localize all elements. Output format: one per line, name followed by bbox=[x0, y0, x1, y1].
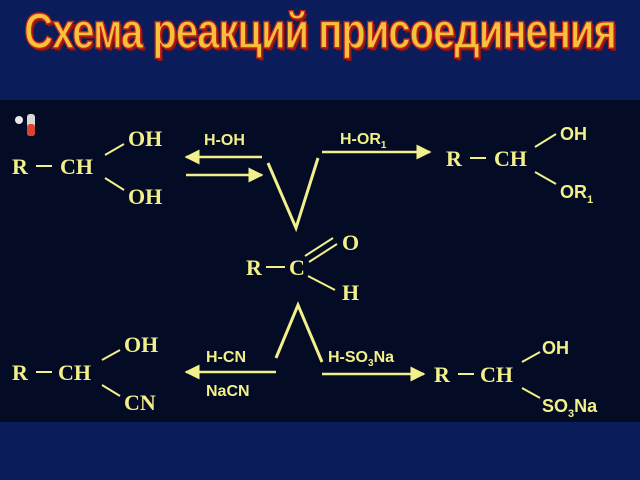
reagent-hcn-label: H-CN bbox=[206, 349, 246, 366]
bl-r-label: R bbox=[12, 360, 29, 385]
tr-ch-label: CH bbox=[494, 146, 527, 171]
center-r-label: R bbox=[246, 255, 263, 280]
tr-oh-label: OH bbox=[560, 124, 587, 144]
tl-bond-up bbox=[104, 143, 125, 156]
center-o-label: O bbox=[342, 230, 359, 255]
tr-bond-up bbox=[534, 133, 557, 148]
center-h-label: H bbox=[342, 280, 359, 305]
scheme-svg: R C O H R CH OH OH R CH OH OR1 R CH OH bbox=[12, 114, 598, 420]
center-bond-ch bbox=[307, 275, 336, 291]
tl-oh1-label: OH bbox=[128, 126, 162, 151]
product-cyanohydrin: R CH OH CN bbox=[12, 332, 158, 415]
tl-ch-label: CH bbox=[60, 154, 93, 179]
test-tube-icon bbox=[15, 114, 35, 136]
bl-bond-up bbox=[101, 349, 121, 361]
reaction-scheme: R C O H R CH OH OH R CH OH OR1 R CH OH bbox=[0, 100, 640, 422]
br-so3na-label: SO3Na bbox=[542, 396, 598, 420]
tl-r-label: R bbox=[12, 154, 29, 179]
tr-r-label: R bbox=[446, 146, 463, 171]
center-c-label: C bbox=[289, 255, 305, 280]
br-r-label: R bbox=[434, 362, 451, 387]
center-double-bond-b bbox=[308, 243, 338, 263]
tr-bond-down bbox=[534, 171, 557, 185]
top-v-connector bbox=[266, 157, 320, 233]
bl-bond-down bbox=[101, 384, 121, 397]
reagent-bisulfite-label: H-SO3Na bbox=[328, 349, 394, 369]
br-bond-up bbox=[521, 351, 541, 363]
reagent-nacn-label: NaCN bbox=[206, 383, 250, 400]
aldehyde-structure: R C O H bbox=[246, 230, 359, 305]
product-geminal-diol: R CH OH OH bbox=[12, 126, 162, 209]
br-ch-label: CH bbox=[480, 362, 513, 387]
tl-oh2-label: OH bbox=[128, 184, 162, 209]
tr-or-label: OR1 bbox=[560, 182, 593, 206]
product-bisulfite-adduct: R CH OH SO3Na bbox=[434, 338, 598, 420]
reagent-water-label: H-OH bbox=[204, 132, 245, 149]
center-double-bond-a bbox=[304, 237, 334, 257]
br-bond-down bbox=[521, 387, 541, 399]
page-title: Схема реакций присоединения bbox=[24, 3, 618, 60]
bl-oh-label: OH bbox=[124, 332, 158, 357]
product-hemiacetal: R CH OH OR1 bbox=[446, 124, 593, 206]
br-oh-label: OH bbox=[542, 338, 569, 358]
reagent-alcohol-label: H-OR1 bbox=[340, 131, 387, 151]
bl-ch-label: CH bbox=[58, 360, 91, 385]
bottom-v-connector bbox=[274, 301, 324, 363]
bl-cn-label: CN bbox=[124, 390, 156, 415]
tl-bond-down bbox=[104, 177, 125, 191]
